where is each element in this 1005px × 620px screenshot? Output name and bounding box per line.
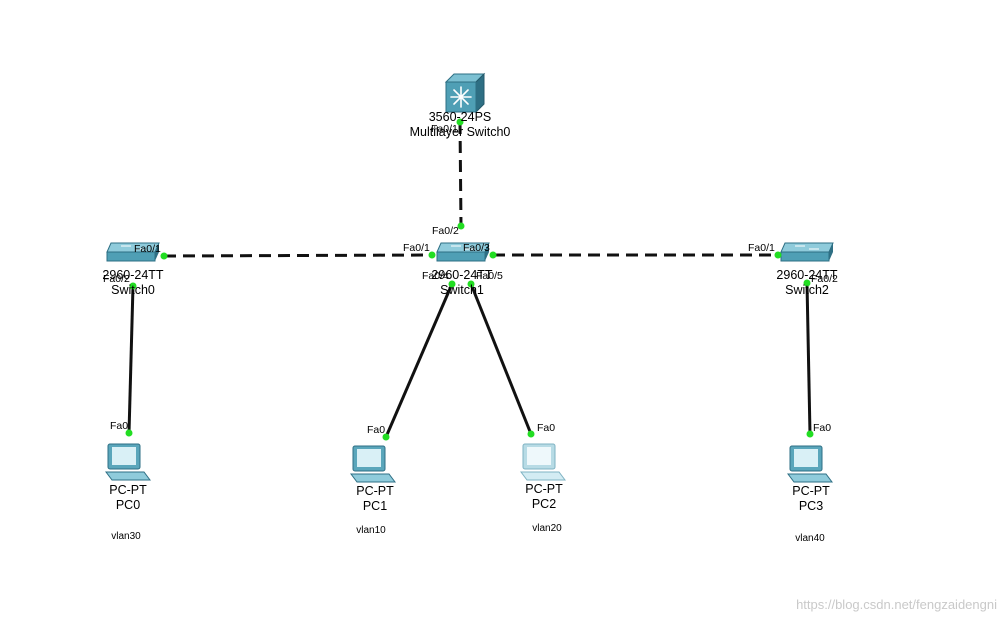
switch-icon[interactable] (780, 242, 834, 262)
port-dot (129, 282, 137, 290)
port-label: Fa0 (813, 422, 832, 434)
watermark: https://blog.csdn.net/fengzaidengni (796, 597, 997, 612)
multilayer-switch-icon[interactable] (444, 72, 486, 114)
device-label-switch0: 2960-24TT Switch0 (102, 268, 163, 298)
port-dots (125, 118, 814, 441)
device-model: PC-PT (109, 483, 147, 497)
port-label: Fa0/2 (811, 273, 838, 285)
link-switch1-pc2[interactable] (469, 283, 533, 435)
device-label-pc0: PC-PT PC0 (109, 483, 147, 513)
port-label: Fa0/2 (103, 273, 130, 285)
link-switch1-pc1[interactable] (384, 283, 454, 438)
port-label: Fa0/2 (432, 225, 459, 237)
device-label-switch2: 2960-24TT Switch2 (776, 268, 837, 298)
port-dot (806, 430, 814, 438)
device-model: 2960-24TT (431, 268, 493, 282)
device-label-mls0: 3560-24PS Multilayer Switch0 (410, 110, 511, 140)
port-dot (382, 433, 390, 441)
port-dot (456, 118, 464, 126)
device-label-pc1: PC-PT PC1 (356, 484, 394, 514)
port-dot (527, 430, 535, 438)
pc-icon[interactable] (350, 445, 396, 483)
device-name: Multilayer Switch0 (409, 125, 511, 139)
port-dot (160, 252, 168, 260)
device-model: 3560-24PS (428, 110, 492, 124)
link-switch2-pc3[interactable] (805, 282, 812, 435)
vlan-label-pc1: vlan10 (356, 525, 386, 536)
port-label: Fa0/3 (463, 242, 490, 254)
port-dot (448, 280, 456, 288)
device-model: 2960-24TT (102, 268, 164, 282)
switch-icon[interactable] (436, 242, 490, 262)
device-name: PC2 (531, 497, 557, 511)
device-model: 2960-24TT (776, 268, 838, 282)
vlan-label-pc0: vlan30 (111, 531, 141, 542)
device-name: Switch1 (440, 283, 484, 297)
port-dot (125, 429, 133, 437)
port-label: Fa0/4 (422, 270, 449, 282)
pc-icon[interactable] (520, 443, 566, 481)
vlan-label-pc2: vlan20 (532, 523, 562, 534)
switch-icon[interactable] (106, 242, 160, 262)
pc-icon[interactable] (787, 445, 833, 483)
port-label: Fa0 (367, 424, 386, 436)
device-name: PC0 (115, 498, 141, 512)
port-label: Fa0 (537, 422, 556, 434)
pc-icon[interactable] (105, 443, 151, 481)
port-label: Fa0 (110, 420, 129, 432)
device-name: PC1 (362, 499, 388, 513)
device-label-switch1: 2960-24TT Switch1 (431, 268, 492, 298)
port-dot (489, 251, 497, 259)
device-label-pc2: PC-PT PC2 (525, 482, 563, 512)
device-model: PC-PT (525, 482, 563, 496)
port-dot (774, 251, 782, 259)
port-dot (428, 251, 436, 259)
port-label: Fa0/1 (748, 242, 775, 254)
port-dot (803, 279, 811, 287)
port-label: Fa0/1 (134, 243, 161, 255)
device-name: Switch2 (785, 283, 829, 297)
port-dot (467, 280, 475, 288)
device-label-pc3: PC-PT PC3 (792, 484, 830, 514)
device-model: PC-PT (792, 484, 830, 498)
link-mls0-switch1[interactable] (458, 121, 463, 227)
links (127, 121, 812, 438)
port-label: Fa0/5 (476, 270, 503, 282)
port-label: Fa0/1 (403, 242, 430, 254)
link-switch0-pc0[interactable] (127, 285, 135, 434)
vlan-label-pc3: vlan40 (795, 533, 825, 544)
device-name: PC3 (798, 499, 824, 513)
port-label: Fa0/1 (431, 123, 458, 135)
device-model: PC-PT (356, 484, 394, 498)
link-switch0-switch1[interactable] (163, 253, 433, 258)
port-dot (457, 222, 465, 230)
device-name: Switch0 (111, 283, 155, 297)
